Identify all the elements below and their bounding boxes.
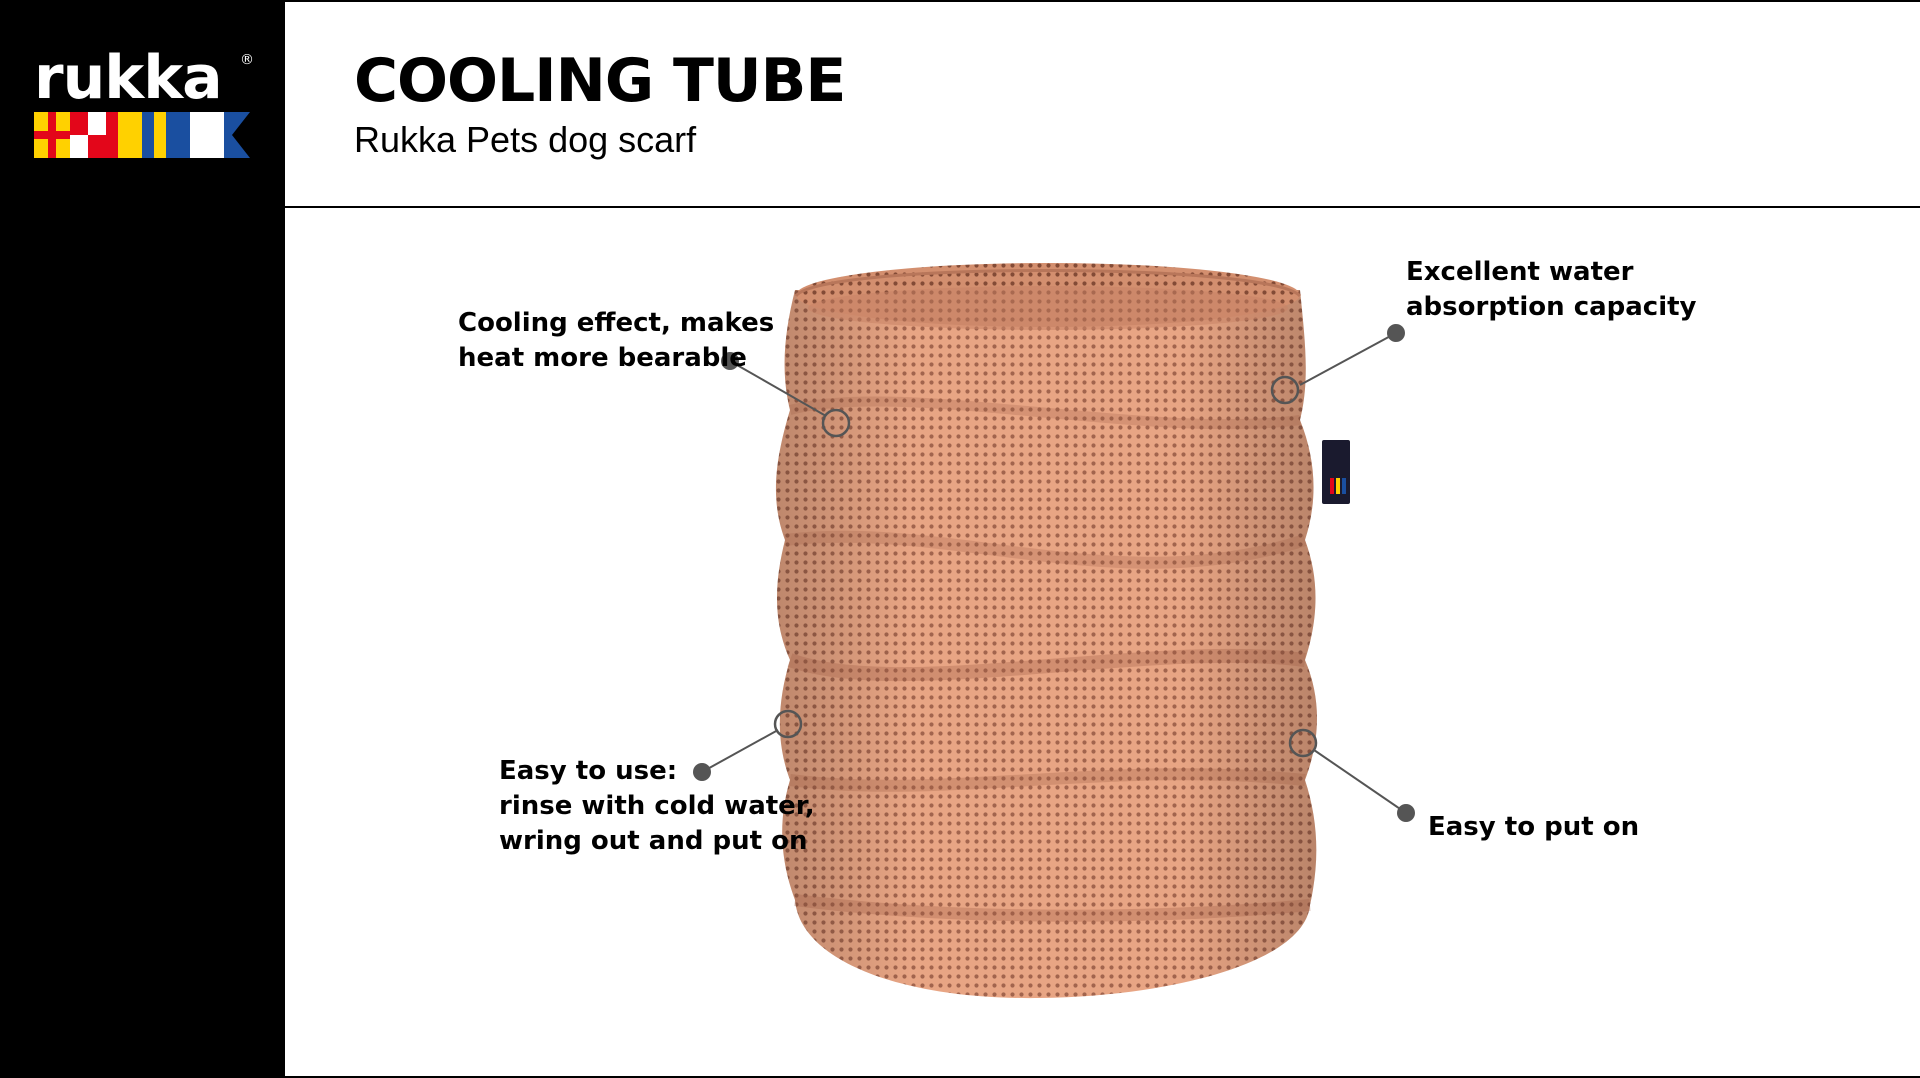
callout-line: Easy to put on bbox=[1428, 812, 1640, 842]
callout-line: wring out and put on bbox=[499, 826, 808, 856]
content-frame bbox=[285, 0, 1920, 1078]
callout-cooling-effect: Cooling effect, makes heat more bearable bbox=[458, 306, 774, 376]
registered-mark: ® bbox=[240, 52, 254, 68]
callout-easy-to-put-on: Easy to put on bbox=[1428, 810, 1639, 845]
brand-sidebar: rukka ® bbox=[0, 0, 285, 1078]
logo-wordmark: rukka bbox=[34, 43, 223, 113]
callout-line: Cooling effect, makes bbox=[458, 308, 775, 338]
signal-flags-icon bbox=[34, 112, 250, 158]
header-divider bbox=[285, 206, 1920, 208]
page-subtitle: Rukka Pets dog scarf bbox=[354, 119, 697, 160]
rukka-logo: rukka ® bbox=[34, 48, 254, 163]
callout-line: absorption capacity bbox=[1406, 292, 1697, 322]
callout-line: Excellent water bbox=[1406, 257, 1634, 287]
callout-water-absorption: Excellent water absorption capacity bbox=[1406, 255, 1697, 325]
callout-line: rinse with cold water, bbox=[499, 791, 815, 821]
callout-line: heat more bearable bbox=[458, 343, 747, 373]
page-title: COOLING TUBE bbox=[354, 46, 846, 116]
callout-line: Easy to use: bbox=[499, 756, 678, 786]
callout-easy-to-use: Easy to use: rinse with cold water, wrin… bbox=[499, 754, 815, 859]
